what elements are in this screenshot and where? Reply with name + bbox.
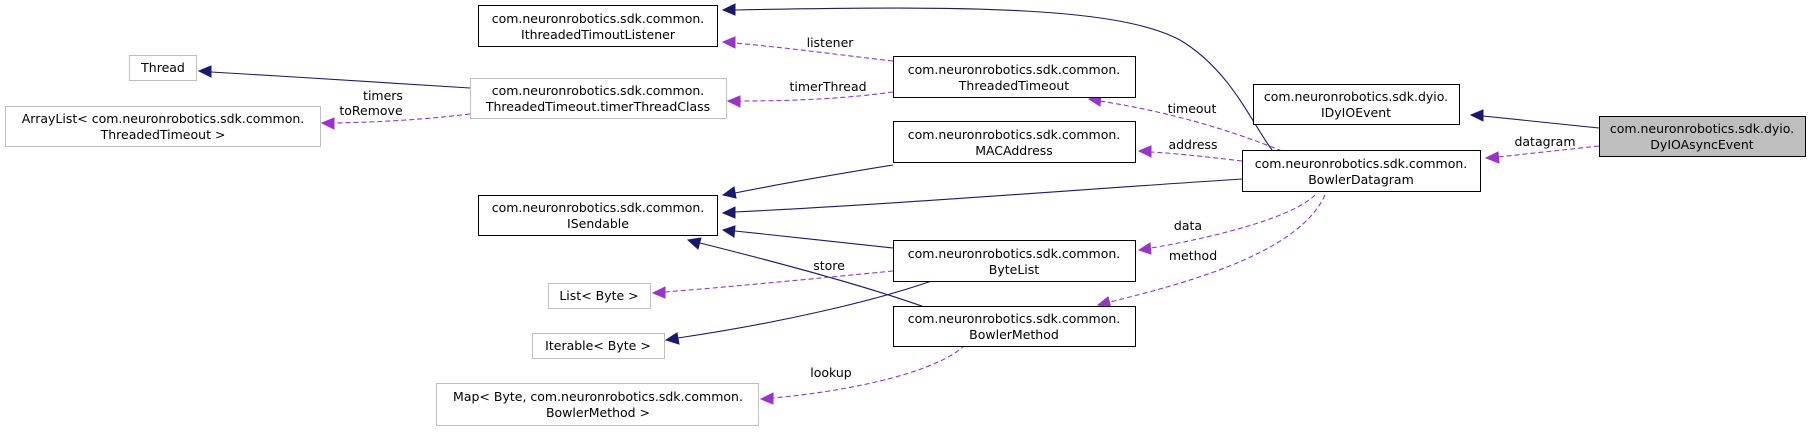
svg-text:ThreadedTimeout >: ThreadedTimeout >	[100, 127, 226, 142]
node-idyioevent[interactable]: com.neuronrobotics.sdk.dyio. IDyIOEvent	[1253, 84, 1460, 125]
svg-text:IthreadedTimoutListener: IthreadedTimoutListener	[521, 27, 676, 42]
svg-text:com.neuronrobotics.sdk.common.: com.neuronrobotics.sdk.common.	[908, 311, 1121, 326]
edge-label-timers: timers	[363, 88, 403, 103]
edge-label-toremove: toRemove	[339, 103, 403, 118]
node-bowlerdatagram[interactable]: com.neuronrobotics.sdk.common. BowlerDat…	[1242, 150, 1481, 192]
node-bowlermethod[interactable]: com.neuronrobotics.sdk.common. BowlerMet…	[893, 306, 1136, 347]
svg-text:Thread: Thread	[140, 60, 185, 75]
edge-label-data: data	[1174, 218, 1202, 233]
node-iterable-byte[interactable]: Iterable< Byte >	[532, 333, 665, 359]
node-threadedtimeout[interactable]: com.neuronrobotics.sdk.common. ThreadedT…	[893, 56, 1136, 98]
edge-lookup: lookup	[759, 344, 966, 405]
edge-label-address: address	[1168, 137, 1217, 152]
svg-text:com.neuronrobotics.sdk.dyio.: com.neuronrobotics.sdk.dyio.	[1610, 121, 1794, 136]
node-timerthreadclass[interactable]: com.neuronrobotics.sdk.common. ThreadedT…	[470, 78, 727, 119]
svg-text:BowlerMethod: BowlerMethod	[969, 327, 1059, 342]
svg-text:ThreadedTimeout: ThreadedTimeout	[958, 78, 1069, 93]
svg-text:com.neuronrobotics.sdk.common.: com.neuronrobotics.sdk.common.	[492, 200, 705, 215]
node-bytelist[interactable]: com.neuronrobotics.sdk.common. ByteList	[893, 240, 1136, 282]
edge-label-store: store	[813, 258, 845, 273]
node-isendable[interactable]: com.neuronrobotics.sdk.common. ISendable	[478, 195, 718, 236]
svg-text:com.neuronrobotics.sdk.common.: com.neuronrobotics.sdk.common.	[908, 127, 1121, 142]
svg-text:MACAddress: MACAddress	[975, 143, 1053, 158]
svg-text:Map< Byte, com.neuronrobotics.: Map< Byte, com.neuronrobotics.sdk.common…	[453, 389, 743, 404]
edge-bowlermethod-to-isendable	[686, 237, 939, 313]
edge-bytelist-to-isendable	[721, 225, 894, 249]
edge-bowlerdatagram-to-isendable	[721, 178, 1243, 219]
node-map-byte[interactable]: Map< Byte, com.neuronrobotics.sdk.common…	[436, 383, 759, 426]
edge-bowlerdatagram-to-ithreadedtimoutlistener	[721, 3, 1273, 151]
svg-text:ThreadedTimeout.timerThreadCla: ThreadedTimeout.timerThreadClass	[485, 99, 710, 114]
node-list-byte[interactable]: List< Byte >	[548, 283, 651, 309]
node-arraylist[interactable]: ArrayList< com.neuronrobotics.sdk.common…	[5, 106, 321, 147]
svg-text:ByteList: ByteList	[989, 262, 1040, 277]
svg-text:com.neuronrobotics.sdk.common.: com.neuronrobotics.sdk.common.	[908, 62, 1121, 77]
edge-label-timerthread: timerThread	[789, 79, 866, 94]
edge-timers-toremove: timers toRemove	[320, 88, 471, 130]
edge-listener: listener	[721, 35, 894, 62]
edge-timerthreadclass-to-thread	[197, 65, 471, 89]
edge-data: data	[1137, 194, 1316, 255]
edge-macaddress-to-isendable	[721, 164, 894, 199]
svg-text:ISendable: ISendable	[567, 216, 629, 231]
edge-label-lookup: lookup	[810, 365, 852, 380]
svg-text:IDyIOEvent: IDyIOEvent	[1321, 105, 1391, 120]
svg-text:com.neuronrobotics.sdk.common.: com.neuronrobotics.sdk.common.	[492, 83, 705, 98]
edge-bytelist-to-iterable	[664, 277, 941, 345]
node-thread[interactable]: Thread	[129, 55, 197, 81]
edge-label-method: method	[1169, 248, 1217, 263]
svg-text:com.neuronrobotics.sdk.common.: com.neuronrobotics.sdk.common.	[1255, 156, 1468, 171]
edge-timerthread: timerThread	[726, 79, 894, 108]
node-ithreadedtimoutlistener[interactable]: com.neuronrobotics.sdk.common. Ithreaded…	[478, 5, 718, 47]
edge-method: method	[1096, 194, 1326, 309]
edge-address: address	[1137, 137, 1243, 162]
svg-text:BowlerMethod >: BowlerMethod >	[546, 405, 650, 420]
node-macaddress[interactable]: com.neuronrobotics.sdk.common. MACAddres…	[893, 121, 1136, 163]
edge-label-timeout: timeout	[1168, 101, 1217, 116]
node-dyioasyncevent[interactable]: com.neuronrobotics.sdk.dyio. DyIOAsyncEv…	[1599, 116, 1806, 157]
svg-text:com.neuronrobotics.sdk.common.: com.neuronrobotics.sdk.common.	[908, 246, 1121, 261]
svg-text:ArrayList< com.neuronrobotics.: ArrayList< com.neuronrobotics.sdk.common…	[22, 111, 305, 126]
edge-datagram: datagram	[1484, 134, 1600, 164]
svg-text:com.neuronrobotics.sdk.common.: com.neuronrobotics.sdk.common.	[492, 11, 705, 26]
edge-label-datagram: datagram	[1514, 134, 1575, 149]
svg-text:com.neuronrobotics.sdk.dyio.: com.neuronrobotics.sdk.dyio.	[1264, 89, 1448, 104]
svg-text:Iterable< Byte >: Iterable< Byte >	[545, 338, 651, 353]
edge-dyioasyncevent-to-idyioevent	[1469, 109, 1600, 129]
edge-label-listener: listener	[807, 35, 855, 50]
svg-text:List< Byte >: List< Byte >	[559, 288, 638, 303]
svg-text:BowlerDatagram: BowlerDatagram	[1308, 172, 1414, 187]
svg-text:DyIOAsyncEvent: DyIOAsyncEvent	[1650, 137, 1753, 152]
edge-store: store	[651, 258, 894, 299]
